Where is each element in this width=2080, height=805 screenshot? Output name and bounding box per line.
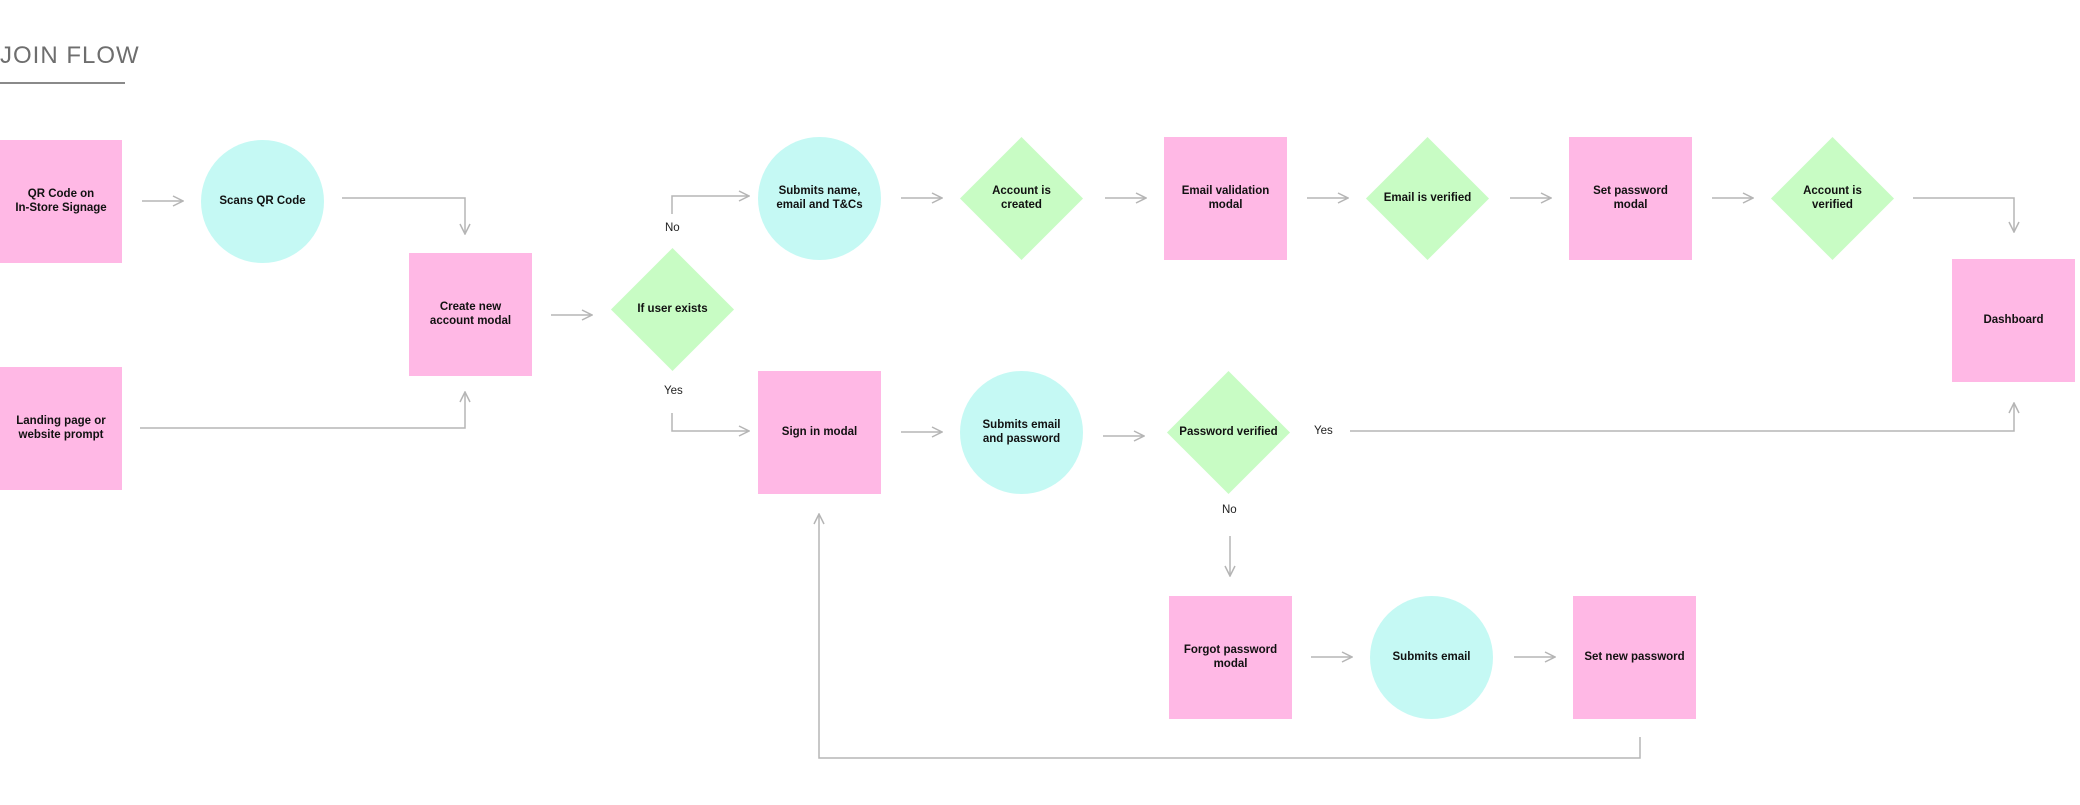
node-email-verified: Email is verified — [1365, 136, 1490, 261]
arrow-password-verified-to-dashboard — [1350, 403, 2014, 432]
edge-label-yes: Yes — [664, 385, 683, 397]
node-submits-email: Submits email — [1370, 596, 1493, 719]
arrow-landing-to-create — [140, 392, 465, 429]
title-underline — [0, 82, 125, 84]
node-account-created: Account is created — [959, 136, 1084, 261]
node-password-verified: Password verified — [1166, 370, 1291, 495]
arrow-scans-to-create — [342, 197, 465, 234]
arrow-no-to-submits-name — [671, 196, 749, 214]
node-label: Password verified — [1179, 425, 1278, 438]
node-account-verified: Account is verified — [1770, 136, 1895, 261]
node-dashboard: Dashboard — [1952, 259, 2075, 382]
arrow-account-verified-to-dashboard — [1913, 197, 2014, 232]
node-label: Email is verified — [1383, 191, 1472, 204]
node-label: Account is created — [992, 184, 1051, 211]
page-title: JOIN FLOW — [0, 42, 140, 69]
node-qr-code-signage: QR Code on In-Store Signage — [0, 140, 122, 263]
node-submits-email-password: Submits email and password — [960, 371, 1083, 494]
arrow-set-new-to-signin — [819, 514, 1641, 759]
node-sign-in: Sign in modal — [758, 371, 881, 494]
node-email-validation: Email validation modal — [1164, 137, 1287, 260]
node-scans-qr: Scans QR Code — [201, 140, 324, 263]
node-landing-page: Landing page or website prompt — [0, 367, 122, 490]
edge-label-yes-dashboard: Yes — [1314, 425, 1333, 437]
node-if-user-exists: If user exists — [610, 247, 735, 372]
node-set-new-password: Set new password — [1573, 596, 1696, 719]
node-label: Account is verified — [1803, 184, 1862, 211]
arrow-yes-to-signin — [671, 413, 749, 431]
node-set-password: Set password modal — [1569, 137, 1692, 260]
edge-label-no: No — [665, 222, 680, 234]
node-label: If user exists — [637, 302, 708, 315]
node-create-account: Create new account modal — [409, 253, 532, 376]
node-submits-name: Submits name, email and T&Cs — [758, 137, 881, 260]
node-forgot-password: Forgot password modal — [1169, 596, 1292, 719]
edge-label-no-forgot: No — [1222, 504, 1237, 516]
